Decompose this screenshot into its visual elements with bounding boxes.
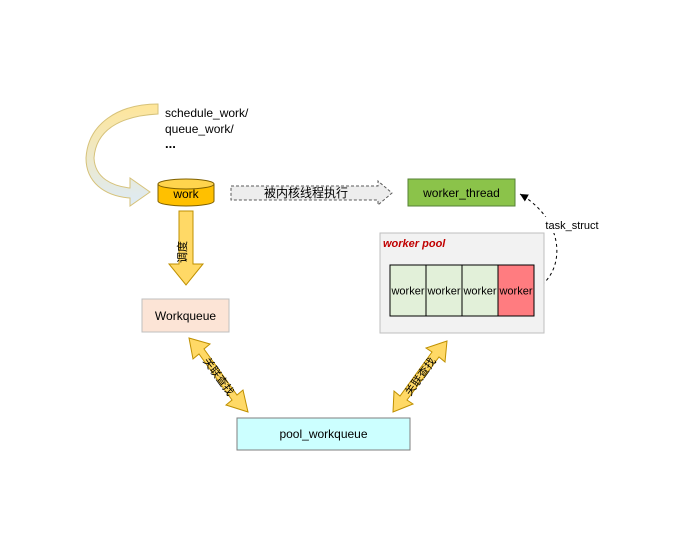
workqueue-node: Workqueue [141, 298, 230, 333]
task-struct-label: task_struct [545, 220, 598, 232]
worker-cell-label: worker [462, 286, 496, 298]
workqueue-label: Workqueue [155, 309, 216, 323]
pool-workqueue-node: pool_workqueue [236, 417, 411, 451]
assoc-right-arrow: 关联查找 [392, 340, 448, 413]
assoc-right-label: 关联查找 [402, 354, 439, 398]
worker-cell-label: worker [426, 286, 460, 298]
worker-cell: worker [461, 264, 499, 317]
worker-cell-label: worker [498, 286, 532, 298]
worker-cell-box [461, 264, 499, 317]
worker-cell: worker [425, 264, 463, 317]
pool-workqueue-label: pool_workqueue [279, 427, 367, 441]
work-node: work [157, 178, 215, 207]
assoc-left-arrow: 关联查找 [188, 337, 249, 413]
worker-cell: worker [389, 264, 427, 317]
call-text-line1: schedule_work/ [165, 106, 249, 120]
worker-cell: worker [497, 264, 535, 317]
worker-pool-title: worker pool [383, 238, 446, 250]
worker-thread-label: worker_thread [422, 186, 500, 200]
task-struct-bg [540, 217, 604, 233]
exec-arrow-label: 被内核线程执行 [264, 185, 348, 200]
call-text-line2: queue_work/ [165, 122, 234, 136]
worker-cell-label: worker [390, 286, 424, 298]
curved-call-arrow [85, 103, 159, 207]
worker-thread-node: worker_thread [407, 178, 516, 207]
assoc-left-label: 关联查找 [200, 354, 237, 398]
call-text-line3: ... [165, 136, 176, 151]
worker-cell-box [497, 264, 535, 317]
schedule-arrow: 调度 [167, 210, 205, 286]
schedule-arrow-label: 调度 [175, 241, 189, 263]
exec-arrow: 被内核线程执行 [230, 179, 393, 207]
work-label: work [172, 187, 199, 201]
